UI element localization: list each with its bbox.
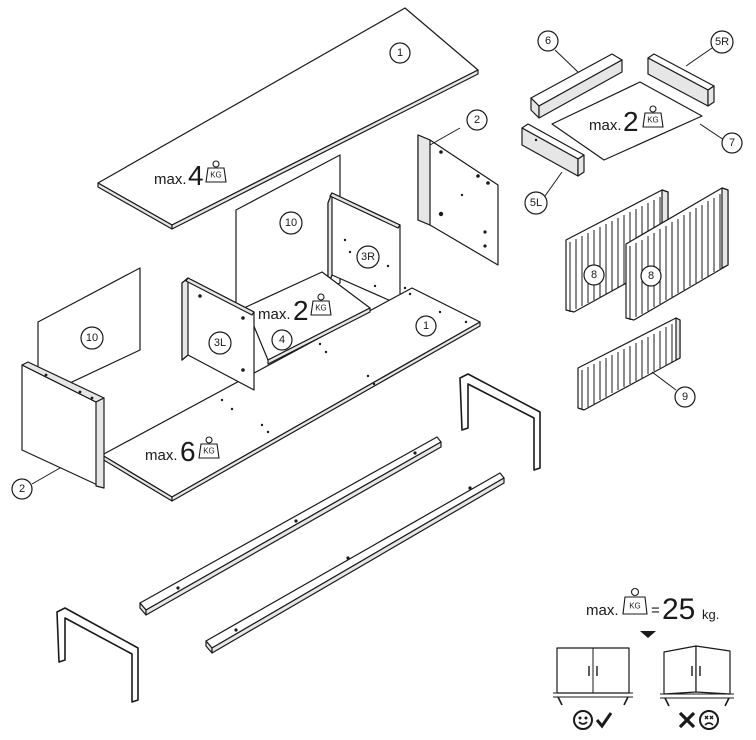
door-right <box>625 187 729 321</box>
total-load-label: max. KG = 25 kg. <box>586 587 719 638</box>
bottom-board-callout: 1 <box>415 315 437 337</box>
drawer-bottom-callout: 7 <box>699 123 743 154</box>
top-board <box>97 7 479 230</box>
side-panel-left <box>21 361 105 489</box>
side-panel-left-callout: 2 <box>11 467 61 500</box>
leg-frame-left <box>56 607 139 703</box>
svg-text:KG: KG <box>315 304 327 313</box>
divider-right-callout: 3R <box>356 245 380 269</box>
callout-label: 10 <box>285 217 297 229</box>
drawer-side-left-callout: 5L <box>524 171 563 215</box>
side-panel-right <box>417 134 499 266</box>
arrow-down-icon <box>640 631 656 638</box>
callout-label: 3L <box>214 337 226 349</box>
top-board-callout: 1 <box>389 42 411 64</box>
bottom-board <box>101 286 481 502</box>
front-panel <box>577 317 681 411</box>
callout-label: 4 <box>279 334 285 346</box>
total-value: 25 <box>662 593 695 626</box>
callout-label: 2 <box>474 114 480 126</box>
max-value: 2 <box>293 295 309 326</box>
drawer-front-back <box>530 53 623 119</box>
svg-text:KG: KG <box>647 116 659 125</box>
top-load-label: max. 4 KG <box>154 160 227 191</box>
front-panel-callout: 9 <box>651 371 696 408</box>
weight-kg-icon: KG <box>205 160 227 183</box>
callout-label: 2 <box>19 483 25 495</box>
svg-text:KG: KG <box>210 171 222 180</box>
cross-frown-icon <box>678 710 719 730</box>
max-value: 2 <box>623 106 639 137</box>
callout-label: 8 <box>591 269 597 281</box>
rail-back <box>205 472 505 654</box>
leg-frame-right <box>459 373 541 471</box>
cabinet-correct <box>553 647 633 706</box>
weight-kg-icon: KG <box>310 293 332 316</box>
callout-label: 1 <box>423 320 429 332</box>
back-panel-left-callout: 10 <box>80 326 104 350</box>
weight-kg-icon: KG <box>622 587 648 615</box>
callout-label: 7 <box>729 137 735 149</box>
divider-left-callout: 3L <box>208 331 232 355</box>
callout-label: 1 <box>397 47 403 59</box>
max-prefix: max. <box>586 602 619 619</box>
unit-label: kg. <box>702 607 719 622</box>
callout-label: 5R <box>715 36 729 48</box>
max-prefix: max. <box>145 447 178 464</box>
drawer-side-left <box>521 123 585 177</box>
door-right-callout: 8 <box>640 265 662 287</box>
max-prefix: max. <box>258 306 291 323</box>
callout-label: 10 <box>86 332 98 344</box>
max-value: 4 <box>188 160 204 191</box>
callout-label: 3R <box>361 251 375 263</box>
rail-front <box>139 436 442 616</box>
drawer-front-back-callout: 6 <box>537 30 579 73</box>
side-panel-right-callout: 2 <box>429 109 488 146</box>
callout-label: 5L <box>530 197 542 209</box>
weight-kg-icon: KG <box>198 436 220 459</box>
bottom-load-label: max. 6 KG <box>145 436 220 467</box>
svg-text:KG: KG <box>203 447 215 456</box>
equals-sign: = <box>651 602 660 619</box>
max-prefix: max. <box>589 117 622 134</box>
back-panel-right-callout: 10 <box>279 211 303 235</box>
callout-label: 8 <box>648 270 654 282</box>
drawer-bottom <box>551 81 703 161</box>
callout-label: 9 <box>682 391 688 403</box>
callout-label: 6 <box>545 35 551 47</box>
drawer-load-label: max. 2 KG <box>589 105 664 137</box>
shelf-callout: 4 <box>271 329 293 351</box>
door-left-callout: 8 <box>583 264 605 286</box>
shelf-load-label: max. 2 KG <box>258 293 332 326</box>
svg-text:KG: KG <box>629 602 641 611</box>
max-value: 6 <box>180 436 196 467</box>
drawer-side-right-callout: 5R <box>685 30 734 67</box>
weight-kg-icon: KG <box>642 105 664 128</box>
max-prefix: max. <box>154 171 187 188</box>
drawer-side-right <box>647 53 715 107</box>
cabinet-incorrect <box>660 645 734 707</box>
smiley-check-icon <box>573 710 613 730</box>
